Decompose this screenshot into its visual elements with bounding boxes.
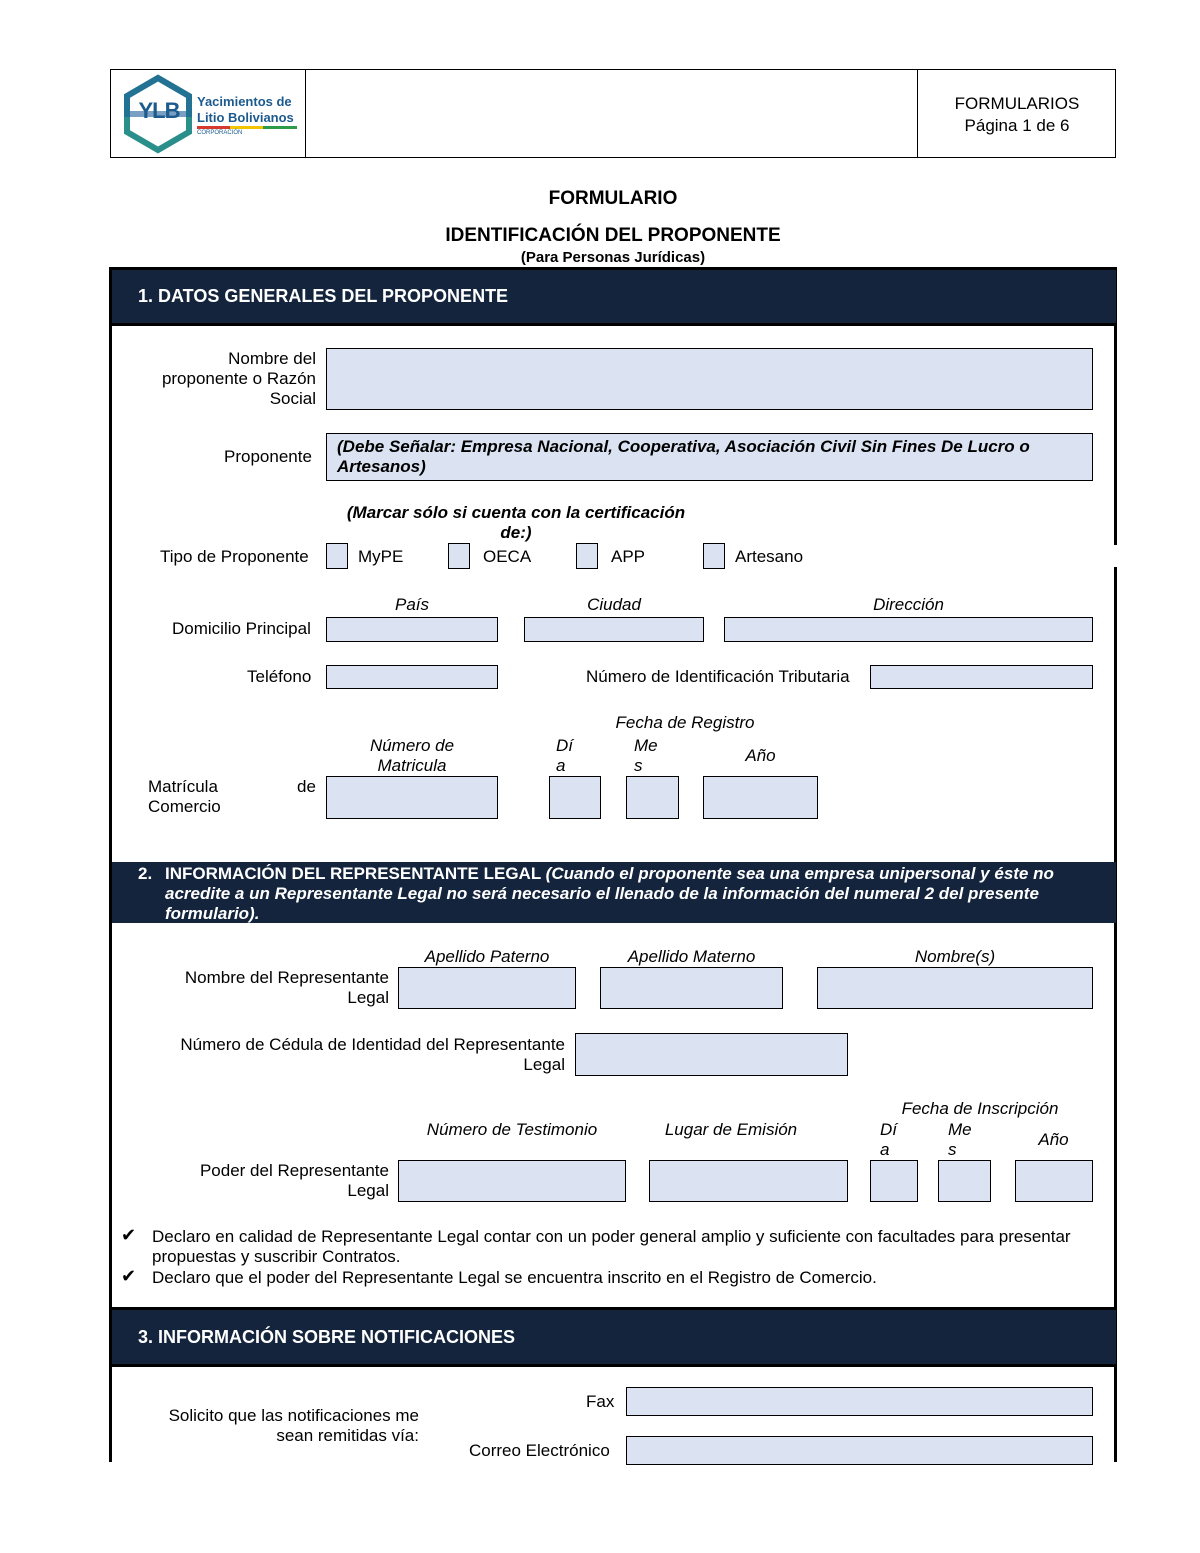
fecha-inscripcion-caption: Fecha de Inscripción — [901, 1099, 1059, 1118]
proponente-label: Proponente — [224, 447, 312, 466]
numero-matricula-caption: Número de Matricula — [369, 736, 455, 775]
section1-heading-bar: 1. DATOS GENERALES DEL PROPONENTE — [112, 270, 1116, 323]
mes-caption: Me s — [634, 736, 658, 775]
numero-matricula-field[interactable] — [326, 776, 498, 819]
apellido-paterno-field[interactable] — [398, 967, 576, 1009]
inscripcion-dia-field[interactable] — [870, 1160, 918, 1202]
telefono-label: Teléfono — [247, 667, 312, 686]
app-label: APP — [611, 547, 646, 566]
matricula-label: Matrícula — [148, 777, 218, 796]
lugar-emision-field[interactable] — [649, 1160, 848, 1202]
apellido-materno-caption: Apellido Materno — [627, 947, 756, 966]
numero-testimonio-caption: Número de Testimonio — [426, 1120, 598, 1139]
numero-testimonio-field[interactable] — [398, 1160, 626, 1202]
form-subtitle-note: (Para Personas Jurídicas) — [520, 249, 706, 266]
matricula-label-comercio: Comercio — [148, 797, 221, 816]
mype-label: MyPE — [358, 547, 404, 566]
fecha-registro-caption: Fecha de Registro — [615, 713, 755, 732]
dia-caption: Dí a — [556, 736, 573, 775]
registro-dia-field[interactable] — [549, 776, 601, 819]
section2-heading-note: (Cuando el proponente sea una empresa un… — [165, 864, 1054, 923]
company-logo: YLB Yacimientos de Litio Bolivianos CORP… — [121, 74, 301, 154]
domicilio-label: Domicilio Principal — [172, 619, 311, 638]
section2-heading-num: 2. — [138, 864, 153, 883]
app-checkbox[interactable] — [576, 543, 598, 569]
section3-heading: 3. INFORMACIÓN SOBRE NOTIFICACIONES — [138, 1327, 516, 1347]
oeca-checkbox[interactable] — [448, 543, 470, 569]
inscripcion-anio-field[interactable] — [1015, 1160, 1093, 1202]
cedula-field[interactable] — [575, 1033, 848, 1076]
apellido-paterno-caption: Apellido Paterno — [424, 947, 550, 966]
registro-anio-field[interactable] — [703, 776, 818, 819]
nit-label: Número de Identificación Tributaria — [586, 667, 850, 686]
section1-divider — [109, 323, 1117, 326]
section1-heading: 1. DATOS GENERALES DEL PROPONENTE — [138, 286, 509, 306]
ciudad-field[interactable] — [524, 617, 704, 642]
section2-heading-bar: 2. INFORMACIÓN DEL REPRESENTANTE LEGAL (… — [112, 862, 1116, 923]
frame-right — [1114, 267, 1117, 545]
logo-text-line3: CORPORACIÓN — [197, 130, 243, 136]
apellido-materno-field[interactable] — [600, 967, 783, 1009]
declaracion-poder: Declaro en calidad de Representante Lega… — [152, 1227, 1071, 1266]
fax-label: Fax — [586, 1392, 615, 1411]
section3-top-divider — [109, 1307, 1117, 1310]
proponente-field[interactable]: (Debe Señalar: Empresa Nacional, Coopera… — [326, 433, 1093, 481]
check-icon: ✔ — [121, 1266, 137, 1287]
header-divider — [305, 70, 306, 157]
direccion-field[interactable] — [724, 617, 1093, 642]
poder-representante-label: Poder del Representante Legal — [199, 1161, 389, 1200]
logo-hexagon-icon — [124, 74, 192, 154]
mype-checkbox[interactable] — [326, 543, 348, 569]
solicito-label: Solicito que las notificaciones me sean … — [168, 1406, 419, 1445]
cert-hint: (Marcar sólo si cuenta con la certificac… — [346, 503, 686, 542]
tipo-proponente-label: Tipo de Proponente — [160, 547, 309, 566]
form-title: FORMULARIO — [548, 188, 678, 209]
correo-field[interactable] — [626, 1436, 1093, 1465]
check-icon: ✔ — [121, 1225, 137, 1246]
section2-heading-title: INFORMACIÓN DEL REPRESENTANTE LEGAL — [165, 864, 541, 883]
section3-divider — [109, 1364, 1117, 1367]
frame-left — [109, 267, 112, 1462]
oeca-label: OECA — [483, 547, 532, 566]
pais-field[interactable] — [326, 617, 498, 642]
anio-caption: Año — [745, 746, 776, 765]
nombres-caption: Nombre(s) — [914, 947, 996, 966]
telefono-field[interactable] — [326, 665, 498, 689]
frame-right — [1114, 567, 1117, 1462]
lugar-emision-caption: Lugar de Emisión — [664, 1120, 798, 1139]
logo-mark: YLB — [138, 98, 181, 123]
nombres-field[interactable] — [817, 967, 1093, 1009]
cedula-label: Número de Cédula de Identidad del Repres… — [180, 1035, 565, 1074]
inscripcion-mes-caption: Me s — [948, 1120, 972, 1159]
frame-top — [109, 267, 1117, 270]
nombre-proponente-field[interactable] — [326, 348, 1093, 410]
matricula-label-de: de — [297, 777, 316, 796]
header-divider — [917, 70, 918, 157]
nit-field[interactable] — [870, 665, 1093, 689]
nombre-proponente-label: Nombre del proponente o Razón Social — [161, 349, 316, 408]
fax-field[interactable] — [626, 1387, 1093, 1416]
correo-label: Correo Electrónico — [469, 1441, 610, 1460]
section2-heading: INFORMACIÓN DEL REPRESENTANTE LEGAL (Cua… — [165, 864, 1098, 924]
inscripcion-dia-caption: Dí a — [880, 1120, 897, 1159]
header-table: YLB Yacimientos de Litio Bolivianos CORP… — [110, 69, 1116, 158]
header-page-number: Página 1 de 6 — [964, 116, 1070, 135]
direccion-caption: Dirección — [873, 595, 944, 614]
logo-text-line1: Yacimientos de — [197, 94, 292, 109]
registro-mes-field[interactable] — [626, 776, 679, 819]
inscripcion-anio-caption: Año — [1038, 1130, 1069, 1149]
inscripcion-mes-field[interactable] — [938, 1160, 991, 1202]
header-right-line1: FORMULARIOS — [954, 94, 1080, 113]
nombre-representante-label: Nombre del Representante Legal — [184, 968, 389, 1007]
artesano-checkbox[interactable] — [703, 543, 725, 569]
artesano-label: Artesano — [735, 547, 804, 566]
form-subtitle: IDENTIFICACIÓN DEL PROPONENTE — [445, 225, 781, 246]
proponente-hint: (Debe Señalar: Empresa Nacional, Coopera… — [337, 437, 1030, 476]
pais-caption: País — [394, 595, 430, 614]
section3-heading-bar: 3. INFORMACIÓN SOBRE NOTIFICACIONES — [112, 1310, 1116, 1364]
ciudad-caption: Ciudad — [587, 595, 641, 614]
declaracion-registro: Declaro que el poder del Representante L… — [152, 1268, 877, 1287]
logo-text-line2: Litio Bolivianos — [197, 110, 294, 125]
logo-stripe — [197, 126, 297, 129]
